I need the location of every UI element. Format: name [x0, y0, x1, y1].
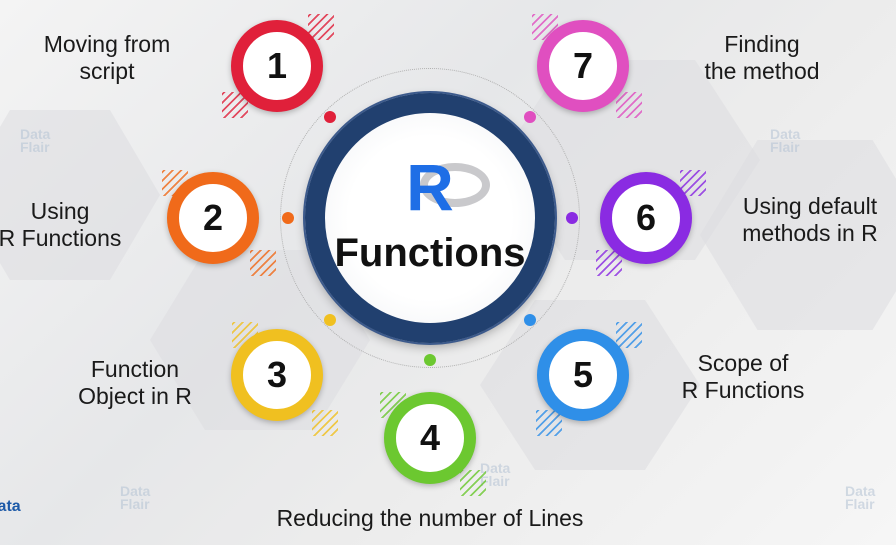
step-number: 3 [266, 354, 288, 395]
label-line: Moving from [43, 31, 171, 57]
step-circle-5: 5 [537, 329, 629, 421]
hatch-decoration [616, 92, 642, 118]
label-line: Reducing the number of Lines [276, 504, 584, 531]
connector-dot [324, 111, 336, 123]
label-line: Using [30, 198, 90, 224]
label-line: script [79, 58, 135, 84]
step-circle-2: 2 [167, 172, 259, 264]
hatch-decoration [250, 250, 276, 276]
hatch-decoration [616, 322, 642, 348]
hatch-decoration [312, 410, 338, 436]
connector-dot [566, 212, 578, 224]
r-logo-letter: R [406, 150, 454, 224]
hatch-decoration [460, 470, 486, 496]
step-number: 7 [572, 45, 594, 86]
label-line: Finding [724, 31, 800, 57]
label-line: Using default [742, 193, 878, 219]
connector-dot [424, 354, 436, 366]
step-number: 2 [202, 197, 224, 238]
step-circle-7: 7 [537, 20, 629, 112]
dotted-orbit [280, 68, 580, 368]
hatch-decoration [536, 410, 562, 436]
label-line: R Functions [681, 377, 805, 403]
step-circle-1: 1 [231, 20, 323, 112]
step-circle-4: 4 [384, 392, 476, 484]
watermark-logo: Data [0, 498, 21, 515]
center-title: Functions [334, 231, 526, 275]
r-logo-ring [420, 163, 490, 207]
center-hub: R Functions [305, 93, 555, 343]
step-number: 1 [266, 45, 288, 86]
connector-dot [524, 111, 536, 123]
label-line: methods in R [742, 220, 878, 246]
connector-dot [524, 314, 536, 326]
label-line: the method [704, 58, 820, 84]
label-line: R Functions [0, 225, 122, 251]
label-line: Object in R [78, 383, 192, 409]
connector-dot [324, 314, 336, 326]
label-line: Scope of [697, 350, 789, 376]
step-circle-3: 3 [231, 329, 323, 421]
step-number: 6 [635, 197, 657, 238]
connector-dot [282, 212, 294, 224]
step-number: 4 [419, 417, 441, 458]
step-number: 5 [572, 354, 594, 395]
label-line: Function [90, 356, 180, 382]
step-label-4: Reducing the number of Lines [277, 505, 584, 532]
step-circle-6: 6 [600, 172, 692, 264]
